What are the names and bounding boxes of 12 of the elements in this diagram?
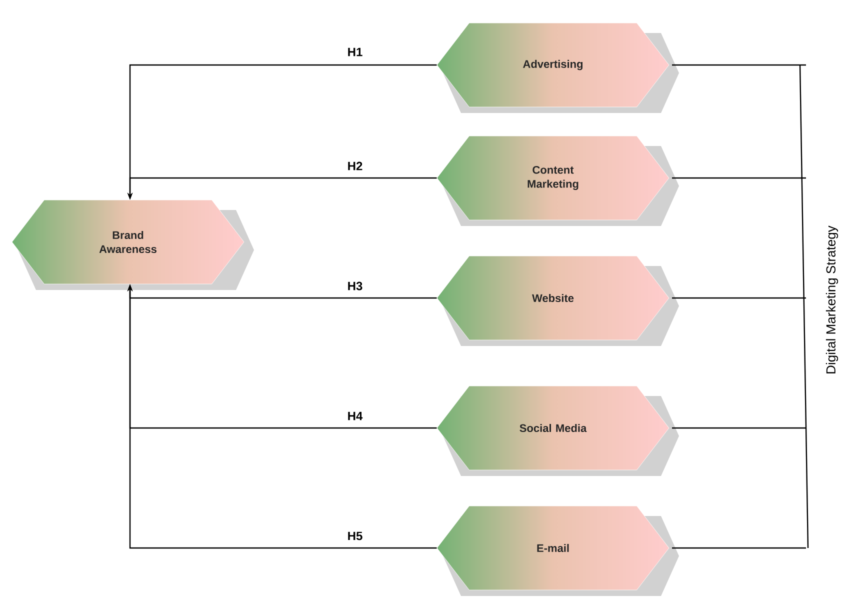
edge-label: H3 <box>348 282 362 290</box>
edge-label: H5 <box>348 532 362 540</box>
edge-label: H2 <box>348 162 362 170</box>
hexagon-box: E-mail <box>436 506 679 596</box>
hexagon-box: Content Marketing <box>436 136 679 226</box>
hexagon-box: Social Media <box>436 386 679 476</box>
side-label: Digital Marketing Strategy <box>826 226 838 374</box>
edge-label: H4 <box>348 412 363 420</box>
hexagon-box: Advertising <box>436 22 679 113</box>
edge-label: H1 <box>348 48 362 56</box>
hexagon-box: Website <box>436 256 679 346</box>
hexagon-box: Brand Awareness <box>12 200 254 290</box>
